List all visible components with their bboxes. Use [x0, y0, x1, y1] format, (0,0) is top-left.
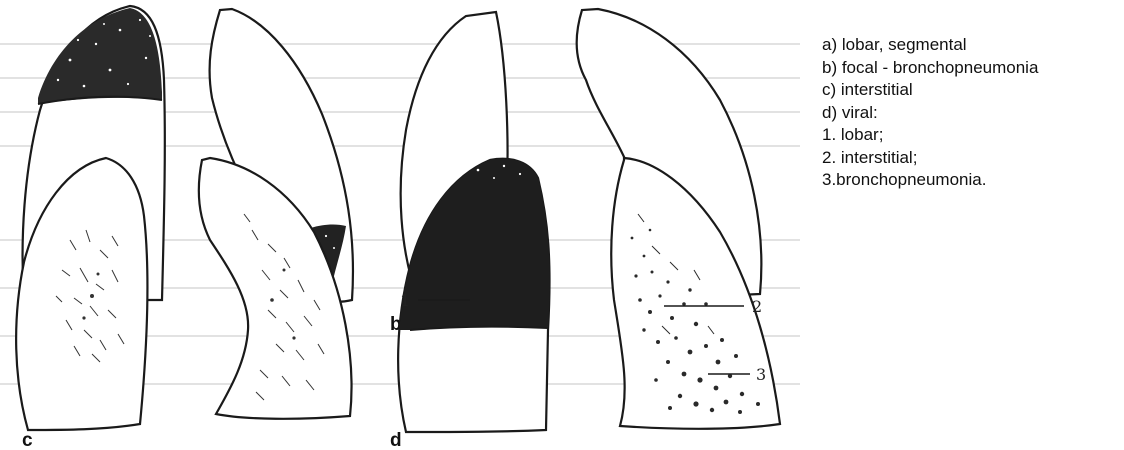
legend-item-d3: 3.bronchopneumonia. — [822, 169, 1038, 192]
pneumonia-diagram: a b — [0, 0, 800, 450]
panel-label-c: c — [22, 430, 33, 450]
lobar-consolidation — [38, 8, 162, 104]
callout-2: 2 — [752, 297, 762, 316]
legend-item-c: c) interstitial — [822, 79, 1038, 102]
legend-item-a: a) lobar, segmental — [822, 34, 1038, 57]
legend-item-b: b) focal - bronchopneumonia — [822, 57, 1038, 80]
legend: a) lobar, segmental b) focal - bronchopn… — [822, 34, 1038, 192]
legend-item-d1: 1. lobar; — [822, 124, 1038, 147]
legend-item-d: d) viral: — [822, 102, 1038, 125]
callout-1: 1 — [400, 291, 410, 310]
panel-label-d: d — [390, 430, 402, 450]
callout-3: 3 — [756, 365, 766, 384]
legend-item-d2: 2. interstitial; — [822, 147, 1038, 170]
